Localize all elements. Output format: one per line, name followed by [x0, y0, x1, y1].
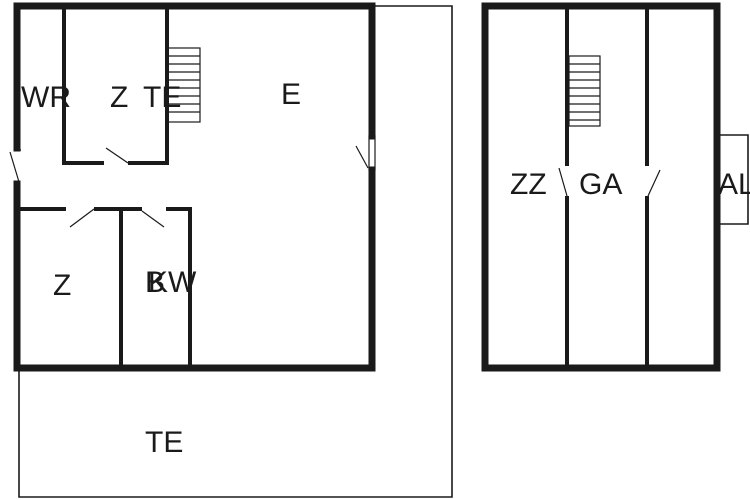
main-house-walls: [13, 2, 376, 372]
door-zz-ga: [558, 167, 568, 197]
terrace-outline: [18, 5, 453, 498]
room-label-te-terrace: TE: [145, 426, 183, 459]
doors-main: [9, 135, 376, 228]
room-label-ga: GA: [579, 168, 622, 201]
room-label-z-top: Z: [110, 81, 128, 114]
room-label-wr: WR: [21, 81, 71, 114]
right-building-walls: [481, 2, 749, 372]
door-left-exterior: [9, 151, 20, 183]
door-e-right: [355, 145, 369, 169]
door-z-top: [105, 147, 129, 164]
room-label-al: AL: [718, 168, 750, 201]
room-label-zz: ZZ: [510, 168, 547, 201]
room-label-z-bottom: Z: [53, 269, 71, 302]
staircase-right: [568, 55, 601, 127]
room-label-b: B: [145, 266, 165, 299]
doors-right: [558, 167, 661, 197]
room-labels: WR Z TE E Z B KW TE ZZ GA AL: [21, 78, 750, 459]
door-z-bottom: [69, 208, 95, 228]
room-label-kw: KW: [148, 266, 197, 299]
door-b: [141, 210, 165, 228]
room-label-e: E: [281, 78, 301, 111]
interior-walls: [17, 6, 192, 368]
door-ga-right: [647, 169, 661, 197]
room-label-te-small: TE: [143, 81, 181, 114]
staircase-main: [167, 47, 201, 123]
